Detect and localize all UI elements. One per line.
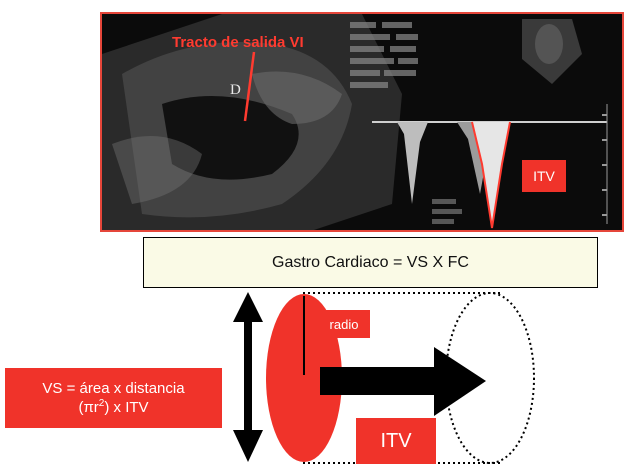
diameter-label: D <box>230 82 241 98</box>
vs-formula-line1: VS = área x distancia <box>42 380 185 397</box>
vs-formula-line2: (πr2) x ITV <box>78 398 149 417</box>
radius-label: radio <box>318 310 370 338</box>
itv-diagram-label: ITV <box>356 418 436 464</box>
stroke-volume-formula: VS = área x distancia (πr2) x ITV <box>5 368 222 428</box>
height-double-arrow <box>233 292 263 462</box>
echocardiogram-image: Tracto de salida VI D ITV <box>100 12 624 232</box>
ultrasound-scan <box>102 14 608 230</box>
cylinder-outline <box>303 292 535 464</box>
itv-echo-label: ITV <box>522 160 566 192</box>
distance-arrow <box>320 347 486 416</box>
cardiac-output-formula: Gastro Cardiaco = VS X FC <box>143 237 598 288</box>
echo-title: Tracto de salida VI <box>172 34 304 51</box>
